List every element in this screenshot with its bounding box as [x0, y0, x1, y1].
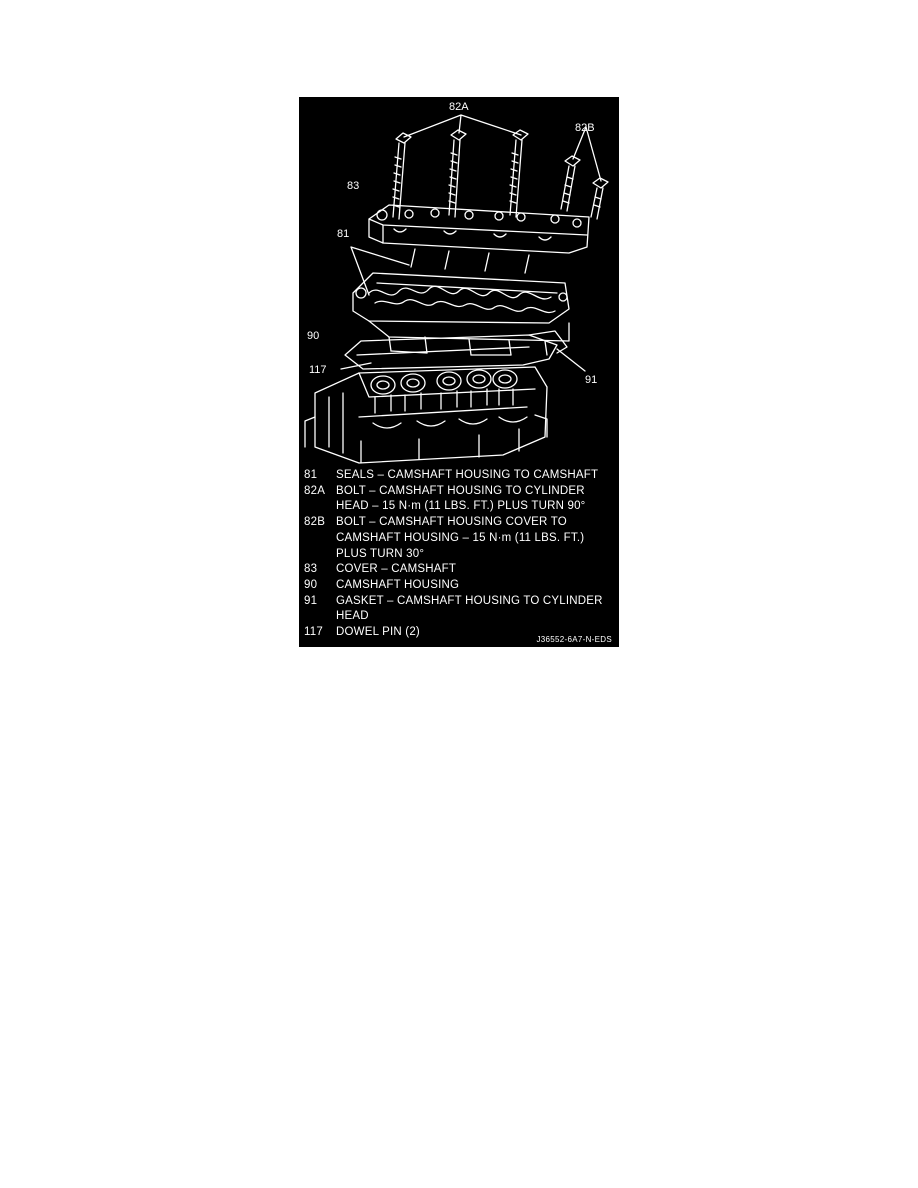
legend-ref: 81	[304, 469, 318, 481]
figure-code: J36552-6A7-N-EDS	[536, 635, 612, 644]
callout-82a: 82A	[449, 101, 469, 113]
camshaft-cover	[368, 204, 590, 274]
bolts-82a	[392, 129, 529, 220]
legend-line: CAMSHAFT HOUSING	[336, 578, 460, 591]
gasket	[344, 330, 586, 372]
cylinder-head	[304, 366, 548, 464]
legend-description: SEALS – CAMSHAFT HOUSING TO CAMSHAFT	[336, 468, 598, 484]
legend-ref: 82B	[304, 516, 326, 529]
legend-row: 91 GASKET – CAMSHAFT HOUSING TO CYLINDER H…	[304, 594, 614, 625]
legend-line: CAMSHAFT HOUSING – 15 N·m (11 LBS. FT.)	[336, 531, 585, 544]
legend-ref: 83	[304, 563, 318, 576]
legend-line: SEALS – CAMSHAFT HOUSING TO CAMSHAFT	[336, 469, 599, 481]
callout-91: 91	[585, 374, 597, 386]
legend-description: COVER – CAMSHAFT	[336, 562, 456, 578]
legend-row: 82B BOLT – CAMSHAFT HOUSING COVER TO CAMSH…	[304, 515, 614, 562]
callout-83: 83	[347, 180, 359, 192]
parts-legend: 81 SEALS – CAMSHAFT HOUSING TO CAMSHAFT 82…	[304, 468, 614, 641]
callout-81: 81	[337, 228, 349, 240]
legend-description: DOWEL PIN (2)	[336, 625, 420, 641]
exploded-view-illustration: 82A 82B 83 81 90 117 91	[304, 101, 609, 464]
callout-82b: 82B	[575, 122, 595, 134]
legend-ref: 90	[304, 578, 318, 591]
legend-line: HEAD – 15 N·m (11 LBS. FT.) PLUS TURN 90…	[336, 500, 586, 513]
legend-line: BOLT – CAMSHAFT HOUSING COVER TO	[336, 516, 567, 529]
legend-row: 90 CAMSHAFT HOUSING	[304, 578, 614, 594]
legend-ref: 91	[304, 594, 318, 607]
legend-ref: 82A	[304, 484, 326, 497]
legend-description: CAMSHAFT HOUSING	[336, 578, 459, 594]
legend-line: COVER – CAMSHAFT	[336, 563, 457, 576]
legend-ref: 117	[304, 626, 323, 639]
legend-row: 82A BOLT – CAMSHAFT HOUSING TO CYLINDER HE…	[304, 484, 614, 515]
legend-description: GASKET – CAMSHAFT HOUSING TO CYLINDER HEA…	[336, 594, 603, 625]
legend-description: BOLT – CAMSHAFT HOUSING TO CYLINDER HEAD …	[336, 484, 585, 515]
callout-117: 117	[309, 364, 327, 376]
legend-row: 83 COVER – CAMSHAFT	[304, 562, 614, 578]
bolts-82b	[560, 155, 609, 220]
camshaft-housing	[352, 272, 570, 356]
legend-description: BOLT – CAMSHAFT HOUSING COVER TO CAMSHAFT…	[336, 515, 584, 562]
legend-line: HEAD	[336, 610, 369, 623]
legend-line: GASKET – CAMSHAFT HOUSING TO CYLINDER	[336, 594, 603, 607]
callout-90: 90	[307, 330, 319, 342]
legend-line: DOWEL PIN (2)	[336, 626, 420, 639]
legend-row: 81 SEALS – CAMSHAFT HOUSING TO CAMSHAFT	[304, 468, 614, 484]
legend-line: PLUS TURN 30°	[336, 547, 425, 560]
legend-line: BOLT – CAMSHAFT HOUSING TO CYLINDER	[336, 484, 585, 497]
legend-row: 117 DOWEL PIN (2)	[304, 625, 614, 641]
